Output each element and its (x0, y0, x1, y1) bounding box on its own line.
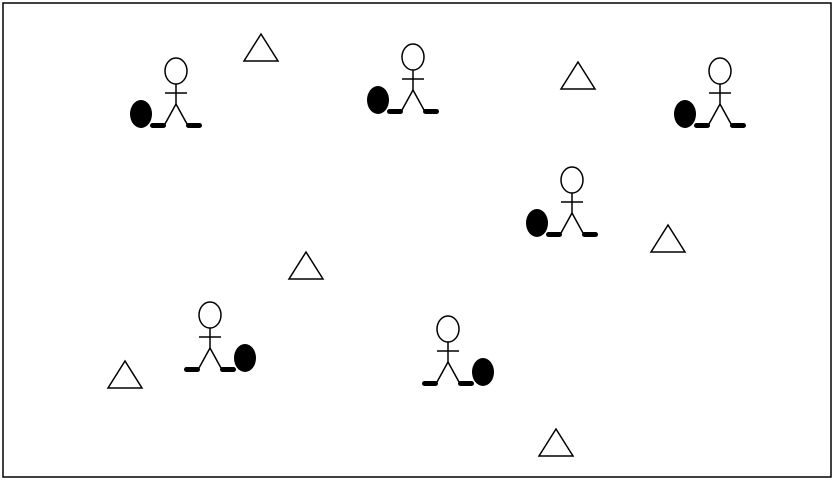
player-foot-left (150, 123, 166, 128)
player-foot-right (423, 109, 439, 114)
ball (130, 100, 152, 128)
player-foot-right (730, 123, 746, 128)
player-foot-right (220, 367, 236, 372)
ball (472, 358, 494, 386)
player-foot-left (422, 381, 438, 386)
player-foot-right (186, 123, 202, 128)
player-head (402, 44, 424, 70)
ball (674, 100, 696, 128)
player-head (437, 316, 459, 342)
player-head (165, 58, 187, 84)
player-head (561, 167, 583, 193)
diagram-border (3, 3, 831, 477)
player-foot-left (387, 109, 403, 114)
player-foot-right (458, 381, 474, 386)
player-foot-left (546, 232, 562, 237)
ball (234, 344, 256, 372)
player-head (199, 302, 221, 328)
player-head (709, 58, 731, 84)
ball (367, 86, 389, 114)
player-foot-left (184, 367, 200, 372)
ball (526, 209, 548, 237)
player-foot-right (582, 232, 598, 237)
player-foot-left (694, 123, 710, 128)
